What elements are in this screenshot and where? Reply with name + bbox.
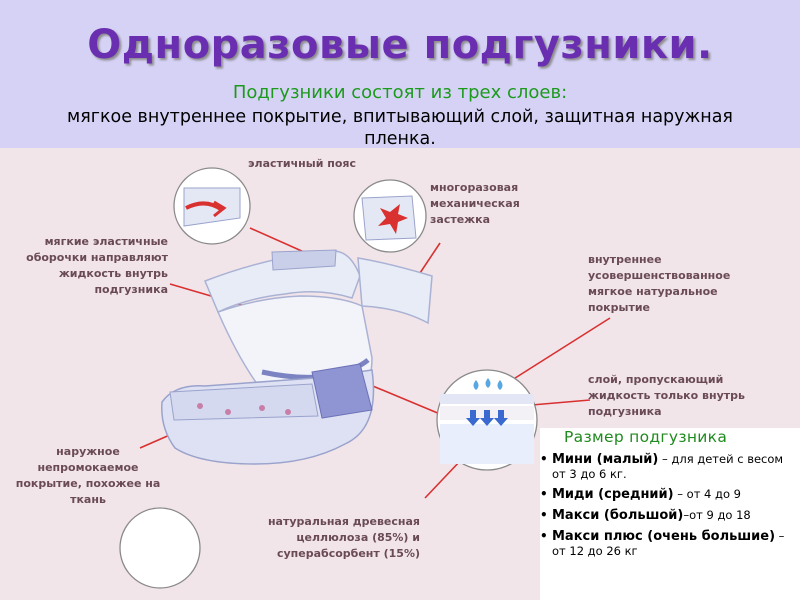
size-range: –от 9 до 18 xyxy=(683,508,750,522)
fastener-zoom-icon xyxy=(354,180,426,252)
bullet-icon: • xyxy=(540,508,548,522)
bullet-icon: • xyxy=(540,487,548,501)
absorbent-zoom-icon xyxy=(120,508,200,588)
header-band: Одноразовые подгузники. Подгузники состо… xyxy=(0,0,800,148)
page-title: Одноразовые подгузники. xyxy=(0,22,800,68)
diaper-body xyxy=(162,250,432,464)
size-item: • Макси (большой)–от 9 до 18 xyxy=(540,508,800,523)
label-soft-ruffles: мягкие эластичные оборочки направляют жи… xyxy=(0,234,168,298)
size-range: – от 4 до 9 xyxy=(674,487,741,501)
size-item: • Макси плюс (очень большие) – от 12 до … xyxy=(540,529,800,558)
label-inner-cover: внутреннее усовершенствованное мягкое на… xyxy=(588,252,748,316)
label-liquid-layer: слой, пропускающий жидкость только внутр… xyxy=(588,372,778,420)
label-elastic-belt: эластичный пояс xyxy=(248,156,356,172)
page-subtitle: Подгузники состоят из трех слоев: xyxy=(0,82,800,103)
size-name: Макси (большой) xyxy=(552,508,683,523)
size-list: • Мини (малый) – для детей с весом от 3 … xyxy=(540,452,800,564)
layers-description: мягкое внутреннее покрытие, впитывающий … xyxy=(60,106,740,150)
label-fastener: многоразовая механическая застежка xyxy=(430,180,540,228)
bullet-icon: • xyxy=(540,529,548,543)
size-name: Мини (малый) xyxy=(552,452,658,467)
label-outer-cover: наружное непромокаемое покрытие, похожее… xyxy=(12,444,164,508)
size-name: Миди (средний) xyxy=(552,487,674,502)
bullet-icon: • xyxy=(540,452,548,466)
label-absorbent: натуральная древесная целлюлоза (85%) и … xyxy=(248,514,420,562)
liquid-layer-zoom-icon xyxy=(437,370,537,470)
size-title: Размер подгузника xyxy=(564,428,727,446)
size-name: Макси плюс (очень большие) xyxy=(552,529,775,544)
size-item: • Миди (средний) – от 4 до 9 xyxy=(540,487,800,502)
size-item: • Мини (малый) – для детей с весом от 3 … xyxy=(540,452,800,481)
elastic-belt-zoom-icon xyxy=(174,168,250,244)
size-panel: Размер подгузника • Мини (малый) – для д… xyxy=(540,428,800,600)
